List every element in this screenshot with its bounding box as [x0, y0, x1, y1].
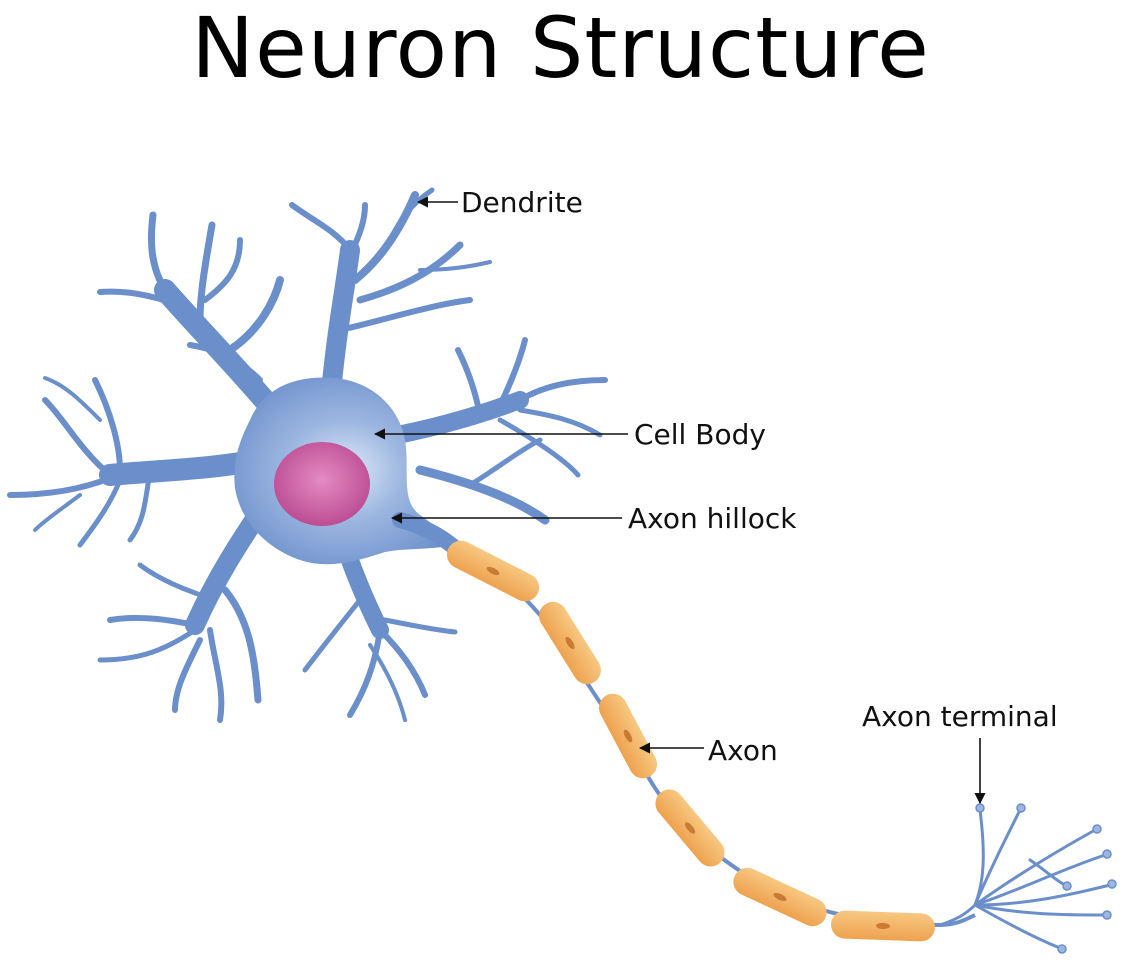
myelin-segment — [598, 693, 658, 779]
myelin-segment — [733, 867, 827, 927]
myelin-segment — [655, 789, 725, 867]
leader-arrows — [373, 196, 986, 805]
label-axon-terminal: Axon terminal — [862, 700, 1058, 733]
axon-terminal — [938, 808, 1112, 950]
label-axon-hillock: Axon hillock — [628, 502, 797, 535]
myelin-segment — [539, 601, 601, 685]
myelin-sheath — [446, 540, 935, 942]
myelin-segment — [831, 910, 935, 942]
label-axon: Axon — [708, 734, 778, 767]
label-cell-body: Cell Body — [634, 418, 766, 451]
myelin-segment — [446, 540, 540, 602]
label-dendrite: Dendrite — [461, 186, 583, 219]
nucleus — [274, 442, 370, 526]
diagram-title: Neuron Structure — [191, 0, 930, 97]
